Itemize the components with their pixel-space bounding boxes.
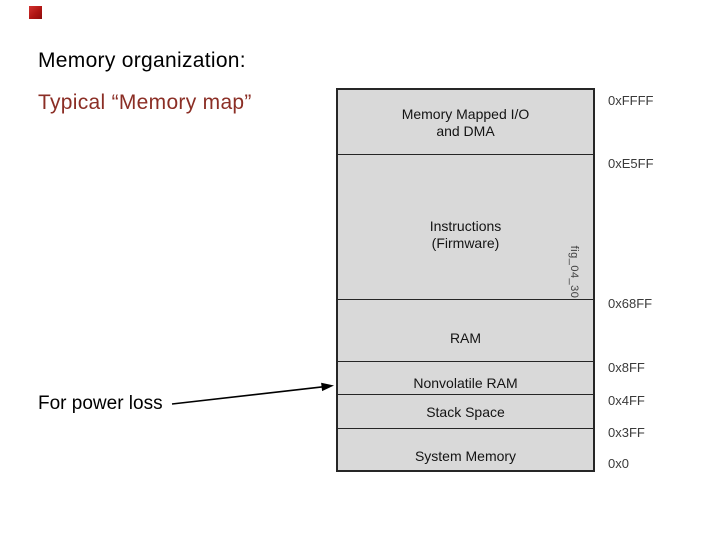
- address-label-0xE5FF: 0xE5FF: [608, 156, 654, 171]
- address-label-0x3FF: 0x3FF: [608, 425, 645, 440]
- section-label-line: (Firmware): [431, 235, 500, 251]
- divider-nvram-stack: [338, 394, 593, 395]
- divider-instructions-ram: [338, 299, 593, 300]
- section-nonvolatile-ram: Nonvolatile RAM: [413, 375, 518, 391]
- slide-accent-square: [29, 6, 42, 19]
- address-label-0x0: 0x0: [608, 456, 629, 471]
- section-ram: RAM: [449, 330, 482, 346]
- section-label-line: Instructions: [429, 218, 502, 234]
- section-label-line: Memory Mapped I/O: [401, 106, 530, 122]
- memory-map-box: Memory Mapped I/O and DMA Instructions (…: [336, 88, 595, 472]
- divider-stack-system: [338, 428, 593, 429]
- section-system-memory: System Memory: [414, 448, 517, 464]
- divider-mmio-instructions: [338, 154, 593, 155]
- slide-subtitle: Typical “Memory map”: [38, 91, 252, 114]
- address-label-0x8FF: 0x8FF: [608, 360, 645, 375]
- section-instructions: Instructions (Firmware): [338, 218, 593, 252]
- divider-ram-nvram: [338, 361, 593, 362]
- slide-title: Memory organization:: [38, 49, 246, 72]
- section-stack-space: Stack Space: [426, 404, 505, 420]
- address-label-0x68FF: 0x68FF: [608, 296, 653, 311]
- address-label-0x4FF: 0x4FF: [608, 393, 645, 408]
- power-loss-label: For power loss: [38, 393, 163, 414]
- figure-number-label: fig_04_30: [568, 245, 580, 299]
- section-label-line: and DMA: [436, 123, 495, 139]
- address-label-0xFFFF: 0xFFFF: [608, 93, 654, 108]
- section-memory-mapped-io: Memory Mapped I/O and DMA: [338, 106, 593, 140]
- power-loss-arrow: [171, 382, 334, 405]
